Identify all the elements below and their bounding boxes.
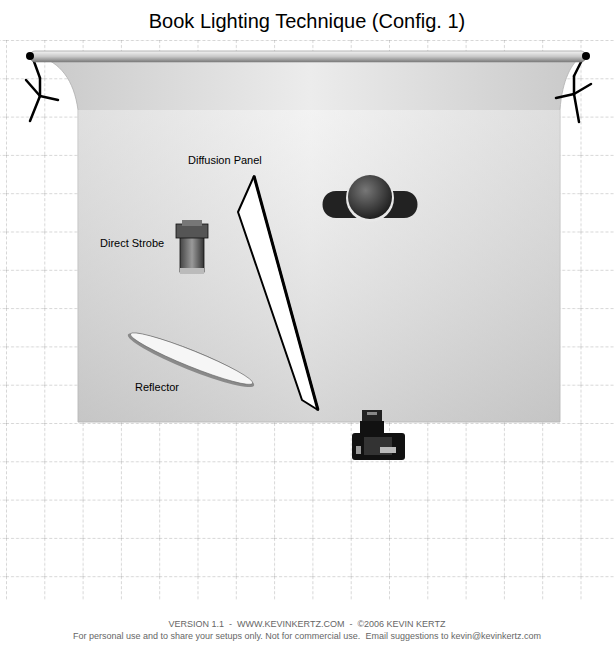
footer-note: For personal use and to share your setup… — [73, 631, 541, 641]
backdrop-paper — [38, 56, 582, 422]
subject — [323, 174, 418, 222]
backdrop-stand — [26, 56, 58, 121]
strobe-head — [176, 220, 208, 274]
backdrop-stand — [556, 56, 591, 122]
camera — [352, 410, 405, 460]
footer-caption: VERSION 1.1 - WWW.KEVINKERTZ.COM - ©2006… — [169, 619, 446, 629]
part-label: Direct Strobe — [100, 237, 164, 250]
part-label: Diffusion Panel — [188, 154, 262, 167]
backdrop-floor — [78, 110, 560, 422]
part-label: Reflector — [135, 381, 179, 394]
reflector-disc — [124, 325, 258, 394]
diagram-title: Book Lighting Technique (Config. 1) — [149, 10, 466, 33]
diffusion-panel — [238, 176, 318, 410]
backdrop-bar — [30, 51, 586, 62]
